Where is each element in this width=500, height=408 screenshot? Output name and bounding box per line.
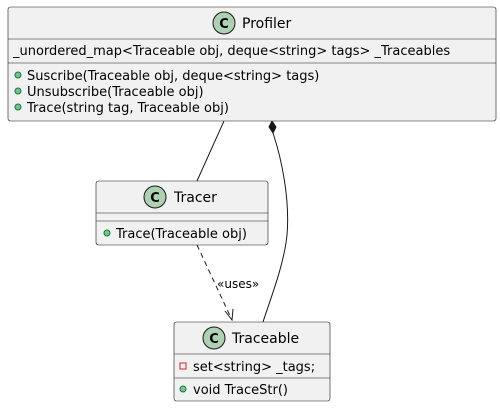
public-method-icon [179,385,187,393]
traceable-field: set<string> _tags; [193,360,315,375]
public-method-icon [103,229,111,237]
traceable-method: void TraceStr() [193,383,288,398]
class-tracer[interactable]: C Tracer Trace(Traceable obj) [95,180,269,246]
class-c-icon [202,326,226,350]
profiler-field: _unordered_map<Traceable obj, deque<stri… [12,44,450,59]
traceable-class-name: Traceable [231,331,299,347]
class-profiler[interactable]: C Profiler _unordered_map<Traceable obj,… [7,6,497,122]
class-glyph: C [150,191,160,206]
dependency-arrowhead [224,308,234,322]
class-c-icon [212,11,236,35]
profiler-method: Unsubscribe(Traceable obj) [27,85,204,100]
public-method-icon [14,87,22,95]
profiler-method: Suscribe(Traceable obj, deque<string> ta… [27,69,319,84]
class-traceable[interactable]: C Traceable set<string> _tags; void Trac… [173,321,331,402]
public-method-icon [14,103,22,111]
uses-label: «uses» [217,277,259,291]
private-field-icon [179,362,187,370]
tracer-traceable-dependency [196,244,233,321]
tracer-method: Trace(Traceable obj) [115,227,247,242]
tracer-class-name: Tracer [173,190,217,206]
profiler-class-name: Profiler [242,16,292,32]
public-method-icon [14,71,22,79]
class-glyph: C [219,17,229,32]
profiler-method: Trace(string tag, Traceable obj) [26,101,229,116]
profiler-traceable-composition [262,132,289,323]
profiler-box [7,6,497,122]
class-glyph: C [209,332,219,347]
composition-diamond [268,120,277,134]
profiler-tracer-association [196,120,225,182]
class-c-icon [143,185,167,209]
